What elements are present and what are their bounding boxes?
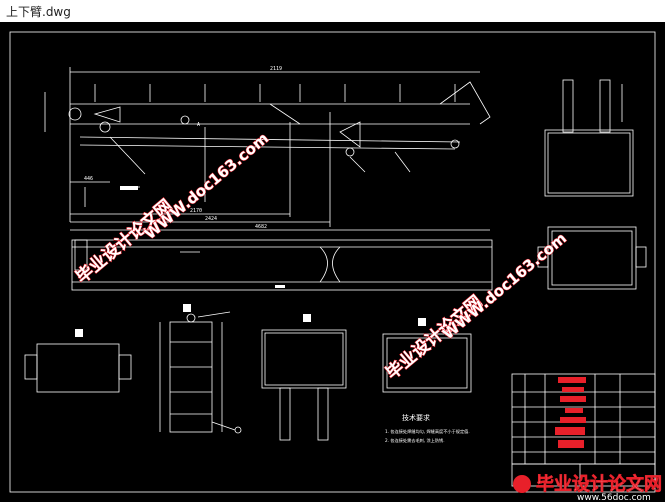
dim-mid2: 2424: [205, 216, 217, 222]
section-view-middle-right: [537, 226, 647, 290]
drawing-border-frame: [9, 31, 656, 493]
tech-req-line1: 1. 各连接处焊缝均匀, 焊缝高度不小于规定值.: [385, 428, 470, 435]
footer-watermark-cn: 毕业设计论文网: [536, 473, 662, 495]
watermark-url-2: WWW.doc163.com: [439, 229, 570, 343]
section-view-bottom-center: [261, 329, 347, 441]
label-section-a: A: [197, 122, 200, 128]
section-view-bottom-right: [382, 333, 472, 393]
title-block-red-marks: [555, 377, 586, 448]
balloon-labels: [75, 186, 426, 337]
dim-left-offset: 446: [84, 176, 93, 182]
upper-arm-assembly: [44, 67, 491, 231]
lower-arm-beam: [71, 239, 493, 291]
section-view-upper-right: [544, 79, 634, 197]
window-title-bar: 上下臂.dwg: [0, 0, 665, 23]
footer-watermark-url: www.56doc.com: [577, 493, 651, 502]
section-view-bottom-left: [24, 343, 132, 393]
cad-drawing: 2119 446 2170 2424 4682 A 技术要求 1. 各连接处焊缝…: [9, 31, 662, 502]
title-block: [511, 373, 656, 487]
footer-logo-icon: [513, 475, 531, 493]
footer-watermark: 毕业设计论文网 www.56doc.com: [513, 473, 662, 502]
dim-mid: 2170: [190, 208, 202, 214]
cad-drawing-canvas[interactable]: 2119 446 2170 2424 4682 A 技术要求 1. 各连接处焊缝…: [0, 22, 665, 502]
tech-requirements-title: 技术要求: [402, 413, 430, 422]
joint-detail-view: [159, 311, 242, 434]
window-title: 上下臂.dwg: [6, 5, 71, 19]
tech-req-line2: 2. 各连接处需去毛刺, 涂上防锈.: [385, 437, 445, 444]
watermark-cn-1: 毕业设计论文网: [72, 195, 177, 288]
dim-overall: 2119: [270, 66, 282, 72]
dim-long: 4682: [255, 224, 267, 230]
